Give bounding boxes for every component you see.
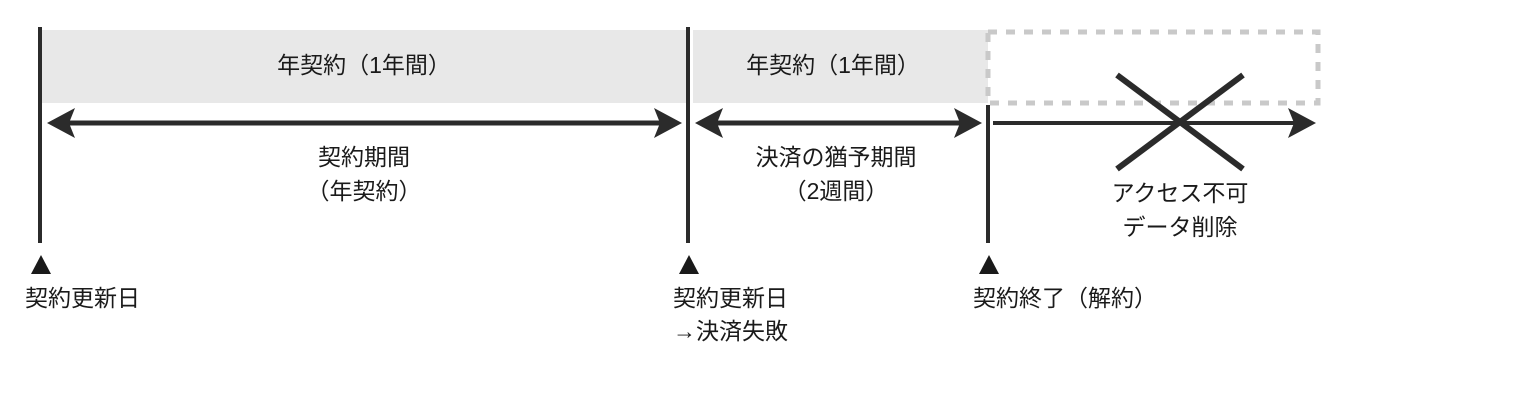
marker-termination-triangle-icon bbox=[979, 255, 999, 274]
marker-renewal-1: 契約更新日 bbox=[25, 27, 140, 311]
marker-renewal-2-triangle-icon bbox=[679, 255, 699, 274]
marker-renewal-1-label-line1: 契約更新日 bbox=[25, 285, 140, 311]
span-payment-grace-arrowhead-right bbox=[954, 108, 982, 138]
box-expired-term bbox=[985, 29, 1321, 106]
cross-no-access-icon bbox=[1115, 72, 1245, 172]
band-term-1-rect bbox=[40, 30, 688, 103]
span-payment-grace-label-line2: （2週間） bbox=[784, 178, 889, 204]
span-contract-period-arrowhead-right bbox=[654, 108, 682, 138]
band-term-1-label: 年契約（1年間） bbox=[277, 52, 451, 78]
span-payment-grace: 決済の猶予期間 （2週間） bbox=[695, 108, 982, 204]
marker-termination: 契約終了（解約） bbox=[973, 105, 1157, 311]
marker-renewal-2-label-line2: →決済失敗 bbox=[673, 318, 788, 344]
term-bands-group: 年契約（1年間） 年契約（1年間） bbox=[40, 30, 988, 103]
span-contract-period-label-line2: （年契約） bbox=[307, 178, 422, 204]
span-contract-period-arrowhead-left bbox=[47, 108, 75, 138]
span-contract-period: 契約期間 （年契約） bbox=[47, 108, 682, 204]
span-payment-grace-arrowhead-left bbox=[695, 108, 723, 138]
marker-renewal-1-triangle-icon bbox=[31, 255, 51, 274]
marker-termination-label-line1: 契約終了（解約） bbox=[973, 285, 1157, 311]
note-no-access-line1: アクセス不可 bbox=[1112, 180, 1249, 206]
cross-no-access-stroke-2 bbox=[1115, 72, 1245, 172]
note-no-access-line2: データ削除 bbox=[1123, 214, 1238, 240]
marker-renewal-2: 契約更新日 →決済失敗 bbox=[673, 27, 788, 344]
span-payment-grace-label-line1: 決済の猶予期間 bbox=[756, 144, 917, 170]
marker-renewal-2-label-line1: 契約更新日 bbox=[673, 285, 788, 311]
span-after-termination bbox=[993, 108, 1316, 138]
span-after-termination-arrowhead-right bbox=[1288, 108, 1316, 138]
note-no-access: アクセス不可 データ削除 bbox=[1112, 180, 1249, 240]
span-contract-period-label-line1: 契約期間 bbox=[318, 144, 410, 170]
band-term-2-label: 年契約（1年間） bbox=[746, 52, 920, 78]
band-term-2-rect bbox=[693, 30, 988, 103]
